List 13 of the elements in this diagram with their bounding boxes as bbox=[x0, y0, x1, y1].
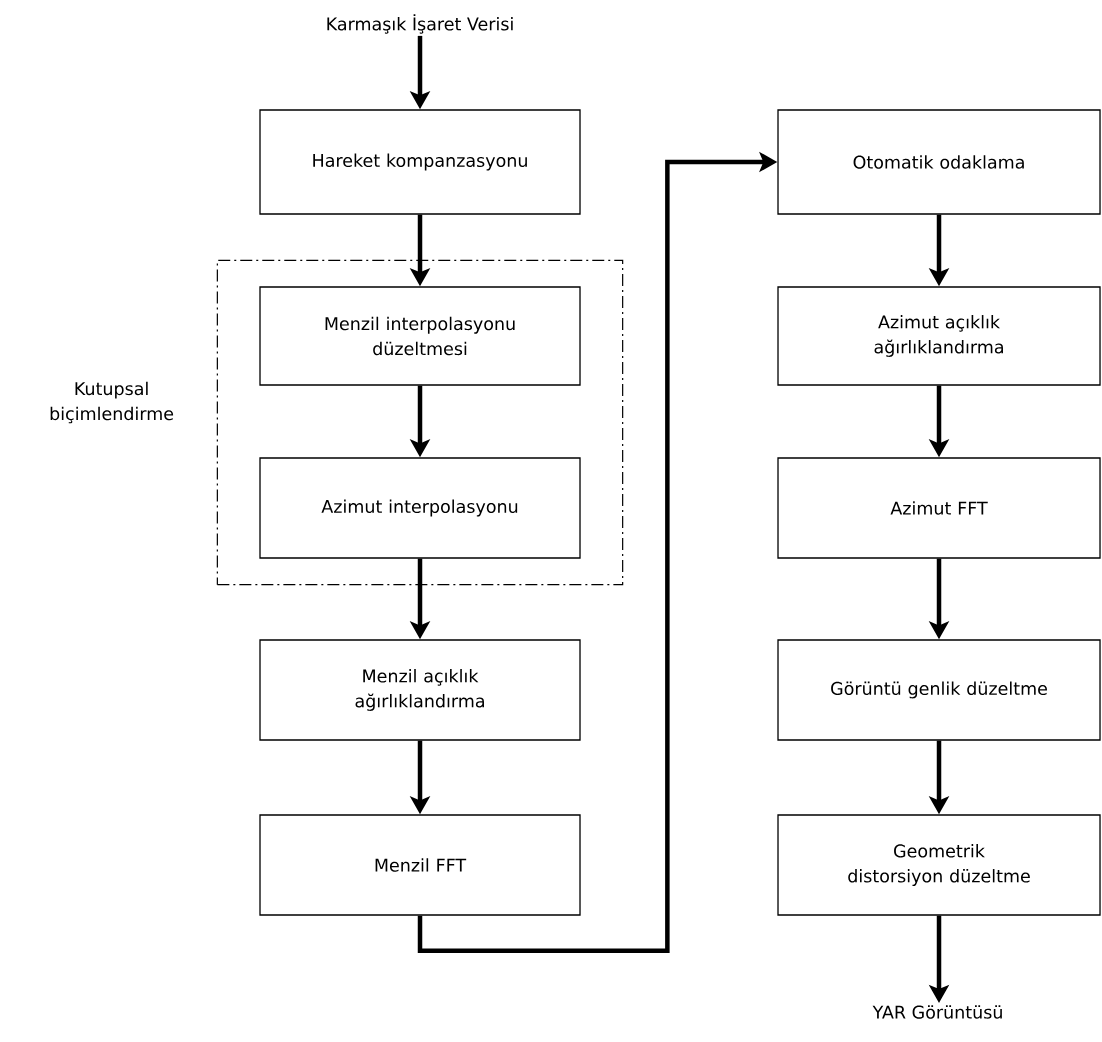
process-box: Otomatik odaklama bbox=[777, 109, 1101, 215]
flow-label: Karmaşık İşaret Verisi bbox=[327, 14, 513, 34]
process-box: Azimut interpolasyonu bbox=[259, 457, 581, 559]
group-heading: Kutupsal biçimlendirme bbox=[50, 381, 174, 424]
process-box: Menzil interpolasyonu düzeltmesi bbox=[259, 286, 581, 386]
process-box: Görüntü genlik düzeltme bbox=[777, 639, 1101, 741]
process-box: Azimut açıklık ağırlıklandırma bbox=[777, 286, 1101, 386]
process-box: Azimut FFT bbox=[777, 457, 1101, 559]
process-box: Hareket kompanzasyonu bbox=[259, 109, 581, 215]
flow-label: YAR Görüntüsü bbox=[872, 1005, 1002, 1019]
process-box: Menzil FFT bbox=[259, 814, 581, 916]
process-box: Menzil açıklık ağırlıklandırma bbox=[259, 639, 581, 741]
process-box: Geometrik distorsiyon düzeltme bbox=[777, 814, 1101, 916]
